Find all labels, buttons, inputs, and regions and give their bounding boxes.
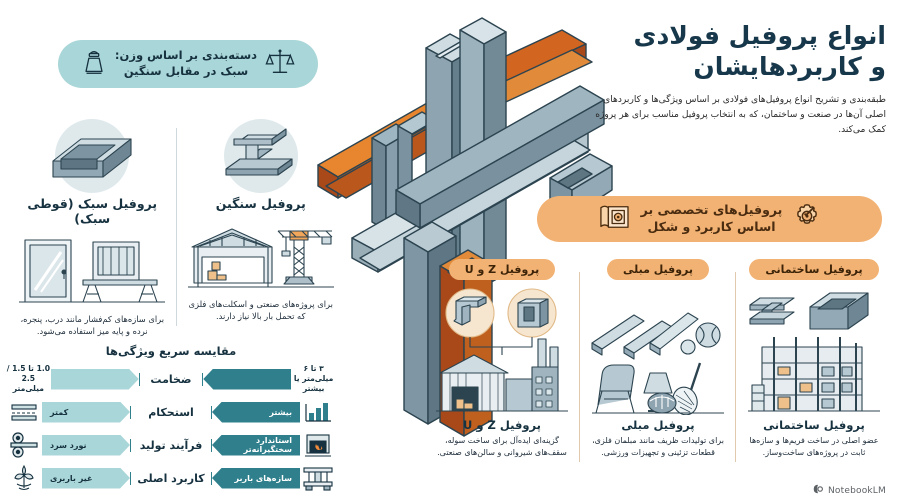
row-light-side: کمتر (42, 402, 130, 423)
pair-divider (176, 128, 177, 326)
profile-pair: پروفیل سنگین (8, 119, 346, 337)
heavy-profile-art (183, 119, 340, 193)
heavy-arrow (203, 368, 292, 390)
row-heavy-side: استاندارد سختگیرانه‌تر (212, 434, 300, 456)
light-arrow: غیر باربری (42, 468, 130, 489)
z-u-purlin-factory-icon (432, 286, 572, 416)
row-light-side (51, 369, 139, 390)
cold-roller-icon (6, 431, 42, 459)
card-divider (735, 272, 736, 462)
weight-category-badge: دسته‌بندی بر اساس وزن: سبک در مقابل سنگی… (58, 40, 318, 88)
notebooklm-logo-icon (812, 483, 824, 498)
title-line-1: انواع پروفیل فولادی (633, 21, 887, 50)
gear-wrench-icon (792, 202, 822, 236)
steel-beams-illustration (300, 0, 630, 440)
comparison-row: سازه‌های باربر کاربرد اصلی غیر باربری (6, 463, 336, 493)
light-profile-art (14, 119, 171, 193)
heavy-profile-desc: برای پروژه‌های صنعتی و اسکلت‌های فلزی که… (188, 299, 333, 322)
title-line-2: و کاربردهایشان (693, 52, 886, 82)
comparison-title: مقایسه سریع ویژگی‌ها (105, 344, 237, 358)
heavy-arrow: بیشتر (212, 401, 300, 423)
left-column: دسته‌بندی بر اساس وزن: سبک در مقابل سنگی… (0, 0, 345, 502)
spec-badge-line2: اساس کاربرد و شکل (647, 219, 776, 234)
card-chip: پروفیل ساختمانی (749, 259, 879, 280)
light-arrow: کمتر (42, 402, 130, 423)
light-arrow: نورد سرد (42, 435, 130, 456)
row-heavy-side (203, 368, 292, 390)
profile-cell-heavy: پروفیل سنگین (177, 119, 346, 335)
row-heavy-value: ۳ تا ۶ میلی‌متر یا بیشتر (293, 364, 334, 393)
ornament-icon (6, 464, 42, 492)
row-feature: ضخامت (138, 372, 204, 386)
row-heavy-side: سازه‌های باربر (212, 467, 300, 489)
watermark-label: NotebookLM (827, 485, 886, 496)
comparison-row: ۳ تا ۶ میلی‌متر یا بیشتر ضخامت 1.0 تا 1.… (6, 364, 336, 394)
heavy-arrow: استاندارد سختگیرانه‌تر (212, 434, 300, 456)
specialized-profiles-badge: پروفیل‌های تخصصی بر اساس کاربرد و شکل (537, 196, 882, 242)
card-furniture-profile: پروفیل مبلی (580, 258, 736, 498)
blueprint-icon (597, 203, 631, 235)
spec-badge-text: پروفیل‌های تخصصی بر اساس کاربرد و شکل (641, 202, 783, 236)
heavy-usage-art (183, 215, 340, 293)
row-light-value: 1.0 تا 1.5 / 2.5 میلی‌متر (6, 364, 51, 393)
header-block: انواع پروفیل فولادی و کاربردهایشان طبقه‌… (586, 20, 886, 139)
watermark: NotebookLM (812, 483, 886, 498)
card-chip: پروفیل Z و U (448, 259, 556, 280)
spec-badge-line1: پروفیل‌های تخصصی بر (640, 202, 783, 218)
row-feature: استحکام (130, 405, 212, 419)
row-feature: کاربرد اصلی (130, 471, 212, 485)
warehouse-and-crane-icon (187, 228, 334, 288)
door-and-table-icon (19, 239, 166, 303)
row-feature: فرآیند تولید (130, 438, 212, 452)
heavy-profile-title: پروفیل سنگین (215, 196, 306, 211)
profile-cell-light: پروفیل سبک (قوطی سبک) (8, 119, 177, 337)
load-bearing-beam-icon (300, 464, 336, 492)
page-subtitle: طبقه‌بندی و تشریح انواع پروفیل‌های فولاد… (595, 94, 886, 136)
card-desc: عضو اصلی در ساخت فریم‌ها و سازه‌ها ثابت … (749, 436, 879, 457)
card-title: پروفیل ساختمانی (763, 418, 865, 432)
card-desc: برای تولیدات ظریف مانند مبلمان فلزی، قطع… (592, 436, 724, 457)
weight-badge-line2: سبک در مقابل سنگین (123, 64, 249, 78)
card-title: پروفیل Z و U (463, 418, 541, 432)
comparison-row: بیشتر استحکام کمتر (6, 397, 336, 427)
light-profile-desc: برای سازه‌های کم‌فشار مانند درب، پنجره، … (20, 314, 165, 337)
light-usage-art (14, 230, 171, 308)
comparison-row: استاندارد سختگیرانه‌تر فرآیند تولید نورد… (6, 430, 336, 460)
light-arrow (51, 369, 139, 390)
page-title: انواع پروفیل فولادی و کاربردهایشان (586, 20, 887, 83)
row-heavy-side: بیشتر (212, 401, 300, 423)
card-building-profile: پروفیل ساختمانی (736, 258, 892, 498)
furnace-icon (300, 431, 336, 459)
row-light-side: غیر باربری (42, 468, 130, 489)
card-title: پروفیل مبلی (621, 418, 695, 432)
heavy-arrow: سازه‌های باربر (212, 467, 300, 489)
card-desc: گزینه‌ای ایده‌آل برای ساخت سوله، سقف‌های… (437, 436, 567, 457)
balance-scale-icon (265, 47, 295, 81)
row-light-side: نورد سرد (42, 435, 130, 456)
hollow-square-tube-icon (52, 138, 132, 178)
card-zu-profile: پروفیل Z و U (424, 258, 580, 498)
i-beam-icon (225, 128, 293, 176)
card-divider (579, 272, 580, 462)
isometric-steel-beams-icon (317, 17, 613, 437)
card-chip: پروفیل مبلی (606, 259, 710, 280)
bar-chart-icon (300, 399, 336, 425)
specialized-cards: پروفیل ساختمانی (430, 258, 892, 498)
weight-badge-text: دسته‌بندی بر اساس وزن: سبک در مقابل سنگی… (115, 48, 257, 79)
furniture-profile-icon (588, 286, 728, 416)
building-frame-icon (744, 286, 884, 416)
weight-icon (81, 47, 107, 81)
light-profile-title: پروفیل سبک (قوطی سبک) (27, 196, 158, 226)
weight-badge-line1: دسته‌بندی بر اساس وزن: (114, 48, 258, 63)
flat-strip-icon (6, 400, 42, 424)
comparison-table: مقایسه سریع ویژگی‌ها ۳ تا ۶ میلی‌متر یا … (6, 344, 336, 496)
